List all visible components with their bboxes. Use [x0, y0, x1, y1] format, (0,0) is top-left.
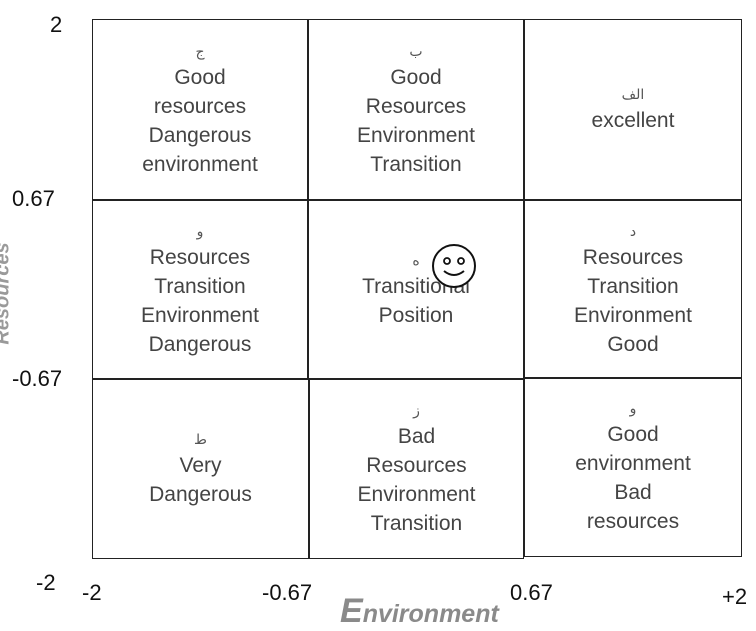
quadrant-grid: ج Good resources Dangerous environment ب…	[92, 19, 742, 559]
cell-text: Dangerous	[148, 332, 252, 356]
cell-text: Position	[378, 303, 454, 327]
cell-text: Transition	[154, 274, 246, 298]
x-tick-neg0.67: -0.67	[262, 580, 313, 605]
cell-label: ج	[195, 43, 205, 60]
cell-text: Transition	[370, 152, 462, 176]
cell-text: Transition	[370, 512, 463, 535]
cell-r1c3: الف excellent	[524, 19, 742, 200]
cell-r3c1: ط Very Dangerous	[92, 379, 309, 559]
cell-label: ه	[412, 252, 420, 269]
cell-text: resources	[586, 510, 680, 533]
cell-text: Resources	[149, 245, 251, 269]
y-tick-neg0.67: -0.67	[12, 366, 63, 391]
x-tick-neg2: -2	[82, 580, 102, 605]
x-axis-title-first: E	[340, 592, 363, 630]
cell-label: ط	[194, 432, 207, 448]
cell-text: environment	[575, 452, 691, 475]
y-tick-0.67: 0.67	[12, 186, 55, 211]
smiley-icon	[432, 244, 476, 288]
x-axis-title: Environment	[340, 592, 499, 631]
cell-text: Good	[174, 65, 226, 89]
x-axis-title-rest: nvironment	[362, 600, 499, 628]
cell-text: Dangerous	[149, 483, 252, 506]
cell-r2c2: ه Transitional Position	[308, 200, 524, 379]
cell-r3c2: ز Bad Resources Environment Transition	[309, 379, 524, 559]
cell-label: د	[629, 223, 637, 240]
cell-text: Bad	[614, 481, 652, 504]
x-tick-2: +2	[722, 584, 748, 609]
cell-r3c3: و Good environment Bad resources	[524, 377, 742, 557]
cell-text: Environment	[357, 483, 476, 506]
cell-text: Resources	[366, 454, 467, 477]
cell-text: Transition	[587, 274, 679, 298]
cell-r1c2: ب Good Resources Environment Transition	[308, 19, 524, 200]
cell-label: ز	[413, 403, 420, 419]
cell-text: Good	[607, 423, 659, 446]
cell-text: Environment	[574, 303, 692, 327]
cell-label: و	[629, 401, 637, 417]
y-tick-neg2: -2	[36, 570, 56, 595]
cell-text: Good	[390, 65, 442, 89]
cell-text: Good	[607, 332, 659, 356]
cell-r2c1: و Resources Transition Environment Dange…	[92, 200, 308, 379]
cell-text: excellent	[591, 109, 675, 132]
cell-text: Resources	[582, 245, 684, 269]
cell-text: Environment	[141, 303, 259, 327]
y-tick-2: 2	[50, 12, 63, 37]
cell-text: environment	[142, 152, 258, 176]
x-tick-0.67: 0.67	[510, 580, 553, 605]
cell-r1c1: ج Good resources Dangerous environment	[92, 19, 308, 200]
cell-r2c3: د Resources Transition Environment Good	[524, 200, 742, 379]
cell-text: resources	[153, 94, 247, 118]
cell-label: و	[196, 223, 204, 240]
y-axis-title: Resources	[0, 242, 14, 345]
cell-text: Very	[179, 454, 222, 477]
cell-text: Dangerous	[148, 123, 252, 147]
cell-text: Bad	[397, 425, 436, 448]
cell-text: Environment	[357, 123, 475, 147]
cell-label: ب	[409, 43, 423, 60]
cell-text: Resources	[365, 94, 467, 118]
cell-label: الف	[621, 87, 645, 103]
